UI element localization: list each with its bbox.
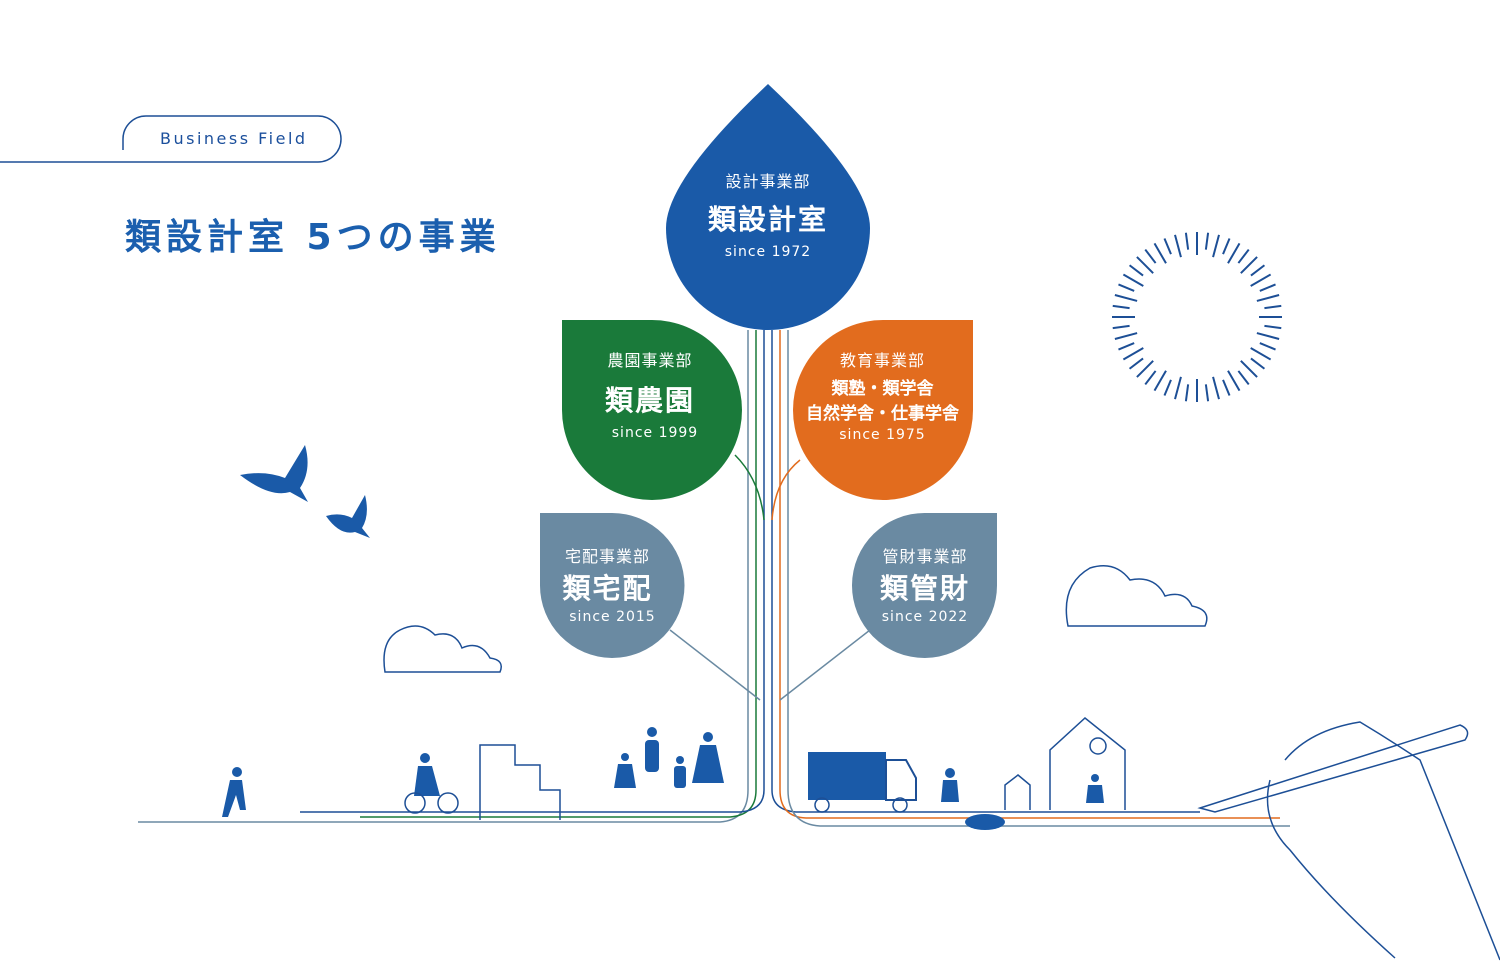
leaf-farm [562,320,742,500]
division-name: 類農園 [604,384,695,417]
cloud-icon [383,625,502,673]
leaf-delivery [539,513,685,658]
division-name: 類宅配 [562,572,653,605]
sun-ray [1163,379,1172,396]
sun-ray [1250,273,1272,287]
sun-ray [1237,248,1250,264]
sun-ray [1259,342,1276,351]
division-since: since 2015 [569,609,656,625]
sun-ray [1222,238,1231,255]
people-illustration [222,727,1104,830]
sun-ray [1136,256,1154,274]
sun-ray [1184,384,1190,402]
sun-ray [1112,304,1130,310]
sun-ray [1118,283,1135,292]
sun-ray [1250,347,1272,361]
sun-ray [1250,357,1266,370]
division-name: 類管財 [879,572,970,605]
sun-ray [1163,238,1172,255]
division-education: 教育事業部 類塾・類学舎 自然学舎・仕事学舎 since 1975 [790,347,975,443]
bird-icon [326,495,370,538]
sun-ray [1256,294,1280,302]
section-label: Business Field [160,129,308,148]
division-name: 類設計室 [707,203,828,236]
sun-ray [1114,294,1138,302]
division-dept: 宅配事業部 [564,547,650,566]
tree-stems [138,330,1290,827]
division-dept: 設計事業部 [725,172,811,191]
sun-ray [1118,342,1135,351]
sun-ray [1237,370,1250,386]
sun-ray [1212,234,1220,258]
division-since: since 2022 [881,609,969,625]
division-since: since 1972 [724,244,812,260]
sun-ray [1227,370,1241,392]
sun-ray [1264,324,1282,330]
division-design: 設計事業部 類設計室 since 1972 [668,168,868,260]
division-since: since 1975 [839,427,926,443]
sun-ray [1240,360,1258,378]
division-name-line: 類塾・類学舎 [831,379,934,399]
sun-ray [1184,232,1190,250]
sun-ray [1153,242,1167,264]
sun-ray [1227,242,1241,264]
section-label-frame [0,115,342,163]
sun-ray [1114,332,1138,340]
division-since: since 1999 [611,425,699,441]
leaf-design [666,84,870,330]
sun-ray [1128,264,1144,277]
sun-ray [1128,357,1144,370]
sun-ray [1153,370,1167,392]
sun-ray [1204,384,1210,402]
sun-ray [1144,370,1157,386]
division-dept: 教育事業部 [839,351,925,370]
sun-ray [1136,360,1154,378]
sun-ray [1212,376,1220,400]
division-dept: 管財事業部 [882,547,968,566]
sun-ray [1122,347,1144,361]
division-property: 管財事業部 類管財 since 2022 [850,543,1000,625]
sun-ray [1204,232,1210,250]
bird-icon [240,445,308,502]
sun-icon [1112,232,1282,402]
sun-ray [1112,324,1130,330]
leaf-education [793,320,973,500]
sun-ray [1144,248,1157,264]
division-name-line: 自然学舎・仕事学舎 [806,404,959,424]
sun-ray [1174,234,1182,258]
division-farm: 農園事業部 類農園 since 1999 [560,347,740,441]
division-dept: 農園事業部 [607,351,693,370]
sun-ray [1240,256,1258,274]
sun-ray [1222,379,1231,396]
sun-ray [1259,283,1276,292]
buildings-illustration [404,717,1126,820]
sun-ray [1256,332,1280,340]
page-title: 類設計室 5つの事業 [125,217,501,258]
sun-ray [1264,304,1282,310]
hand-with-pen-icon [1197,721,1500,961]
cloud-icon [1065,565,1208,627]
sun-ray [1250,264,1266,277]
leaf-property [851,512,998,659]
division-delivery: 宅配事業部 類宅配 since 2015 [535,543,680,625]
sun-ray [1122,273,1144,287]
sun-ray [1174,376,1182,400]
